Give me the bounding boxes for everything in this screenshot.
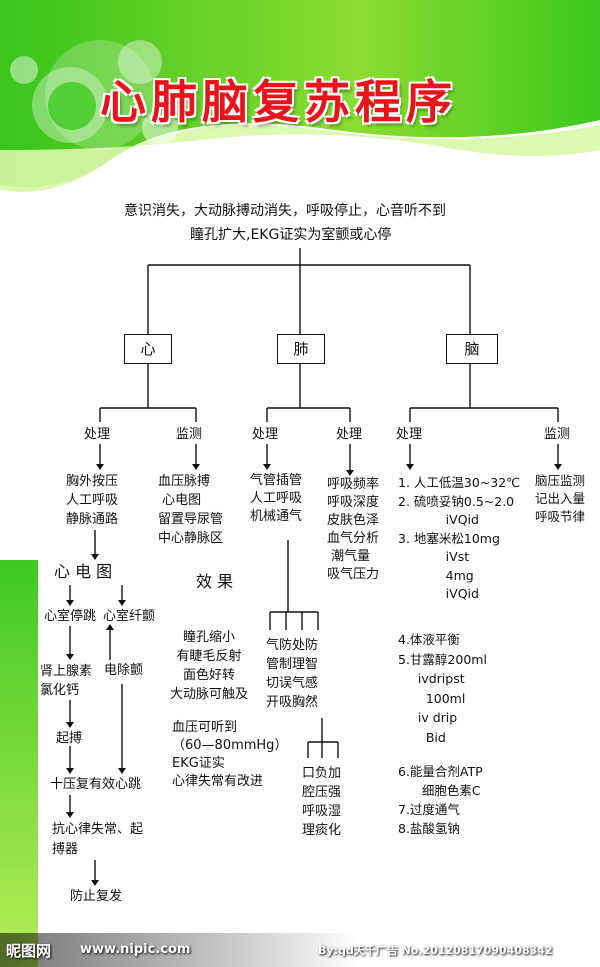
watermark-bar — [0, 933, 600, 967]
effect-title: 效 果 — [196, 572, 234, 591]
pacing: 起搏 — [56, 731, 83, 746]
lung-vertical-columns-b: 口负加 腔压强 呼吸湿 理痰化 — [302, 766, 342, 838]
heart-treat-label: 处理 — [84, 427, 111, 442]
heart-monitor-text: 血压脉搏 心电图 留置导尿管 中心静脉区 — [158, 474, 224, 546]
prevent-recurrence: 防止复发 — [70, 889, 123, 904]
ecg-title: 心 电 图 — [54, 562, 113, 581]
lung-monitor-label: 处理 — [336, 427, 363, 442]
lung-monitor-text: 呼吸频率 呼吸深度 皮肤色泽 血气分析 潮气量 吸气压力 — [327, 477, 380, 582]
branch-lung-box: 肺 — [277, 334, 325, 364]
brain-monitor-text: 脑压监测 记出入量 呼吸节律 — [535, 473, 586, 524]
watermark-info: By:qd天千广告 No.20120817090408342 — [318, 944, 553, 957]
brain-treat-label: 处理 — [396, 427, 423, 442]
heart-monitor-label: 监测 — [176, 427, 203, 442]
brain-list-fluid: 4.体液平衡 5.甘露醇200ml ivdripst 100ml iv drip… — [398, 632, 487, 745]
defibrillation: 电除颤 — [104, 663, 144, 678]
effective-heartbeat: 十压复有效心跳 — [50, 777, 142, 792]
brain-treat-text: 1. 人工低温30~32℃ 2. 硫喷妥钠0.5~2.0 iVQid 3. 地塞… — [398, 475, 521, 601]
intro-line-2: 瞳孔扩大,EKG证实为室颤或心停 — [190, 227, 392, 243]
arrow-heads — [66, 464, 562, 886]
lung-treat-label: 处理 — [252, 427, 279, 442]
brain-monitor-label: 监测 — [544, 427, 571, 442]
intro-line-1: 意识消失，大动脉搏动消失，呼吸停止，心音听不到 — [124, 203, 446, 219]
watermark-site: www.nipic.com — [80, 942, 191, 957]
brain-list-energy: 6.能量合剂ATP 细胞色素C 7.过度通气 8.盐酸氢钠 — [398, 764, 483, 836]
effect-signs-2: 血压可听到 （60—80mmHg） EKG证实 心律失常有改进 — [172, 720, 288, 789]
antiarrhythmia: 抗心律失常、起 搏器 — [52, 822, 144, 857]
lung-vertical-columns-a: 气防处防 管制理智 切误气感 开吸胸然 — [266, 638, 319, 710]
branch-heart-box: 心 — [124, 334, 172, 364]
branch-brain-box: 脑 — [446, 334, 498, 364]
watermark-logo: 昵图网 — [6, 942, 52, 960]
lung-treat-text: 气管插管 人工呼吸 机械通气 — [250, 473, 303, 524]
ventricular-fibrillation: 心室纤颤 — [103, 609, 156, 624]
effect-signs-1: 瞳孔缩小 有睫毛反射 面色好转 大动脉可触及 — [170, 630, 249, 702]
page-title: 心肺脑复苏程序 — [100, 75, 457, 129]
heart-treat-text: 胸外按压 人工呼吸 静脉通路 — [66, 474, 119, 527]
flow-connectors — [69, 248, 559, 880]
drug-epinephrine-calcium: 肾上腺素 氯化钙 — [40, 664, 93, 698]
ventricular-standstill: 心室停跳 — [44, 609, 97, 624]
